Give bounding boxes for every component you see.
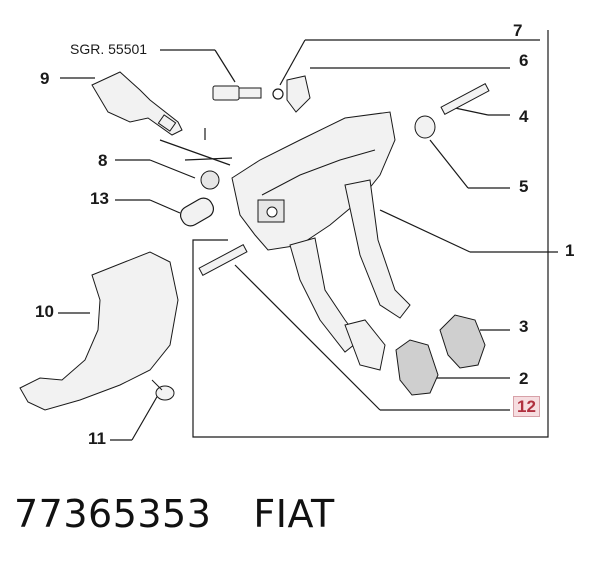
brake-pedal <box>289 237 439 396</box>
brake-light-switch <box>91 71 183 136</box>
ring-7 <box>272 88 284 100</box>
clip-6 <box>286 75 311 113</box>
callout-7: 7 <box>513 21 523 40</box>
pedal-bracket <box>231 111 396 251</box>
callout-13: 13 <box>90 189 109 208</box>
callout-1: 1 <box>565 241 575 260</box>
callout-10: 10 <box>35 302 54 321</box>
callout-8: 8 <box>98 151 108 170</box>
bushing-5 <box>414 115 436 139</box>
callout-5: 5 <box>519 177 529 196</box>
callout-6: 6 <box>519 51 529 70</box>
clip-11 <box>151 379 175 401</box>
assembly-frame <box>192 30 549 438</box>
grommet-13 <box>179 197 215 227</box>
clutch-pedal <box>344 179 486 369</box>
callout-12-highlighted: 12 <box>513 396 540 417</box>
callout-4: 4 <box>519 107 529 126</box>
leader-12 <box>234 264 381 411</box>
pin-4 <box>440 83 490 115</box>
leader-1 <box>379 209 471 253</box>
callout-2: 2 <box>519 369 529 388</box>
pin-12 <box>198 244 248 276</box>
supplier-ref-label: SGR. 55501 <box>70 41 148 57</box>
sgr-switch <box>212 85 262 101</box>
part-number: 77365353 <box>14 492 212 536</box>
leader-5 <box>429 139 469 189</box>
callout-3: 3 <box>519 317 529 336</box>
pedal-assembly-diagram <box>19 30 558 441</box>
callout-9: 9 <box>40 69 50 88</box>
brand-name: FIAT <box>253 492 335 536</box>
part-caption: 77365353 FIAT <box>14 492 335 536</box>
nut-8 <box>200 170 220 190</box>
cover-10 <box>19 251 179 411</box>
callout-11: 11 <box>88 429 106 448</box>
